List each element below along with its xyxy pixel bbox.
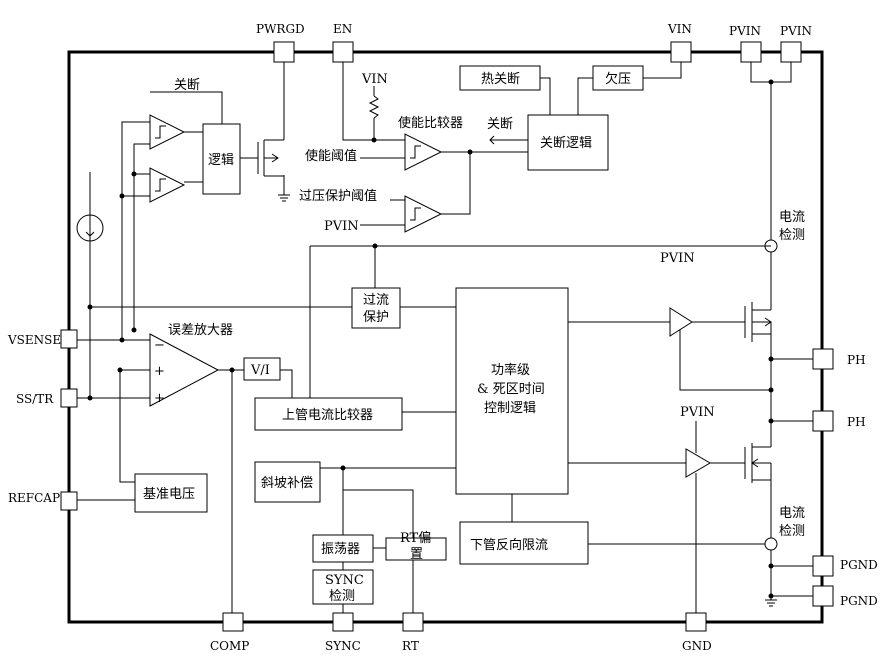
sync-detect-label-2: 检测: [329, 589, 355, 604]
pvin-internal-label: PVIN: [324, 219, 359, 234]
pin-sync: SYNC: [325, 612, 361, 653]
pin-pgnd-1-label: PGND: [840, 558, 878, 572]
power-stage-block: 功率级 & 死区时间 控制逻辑: [455, 287, 569, 495]
pin-ph-2: PH: [812, 410, 866, 432]
low-side-limit-block: 下管反向限流: [459, 521, 589, 565]
wires: [77, 62, 813, 613]
pin-pvin-1-label: PVIN: [729, 24, 761, 38]
current-sense-bot-label-1: 电流: [779, 506, 805, 521]
logic-label: 逻辑: [208, 153, 234, 168]
pin-ss-tr: SS/TR: [16, 388, 78, 408]
shutdown-logic-label: 关断逻辑: [540, 136, 592, 151]
thermal-shutdown-block: 热关断: [459, 65, 541, 91]
high-side-comparator-label: 上管电流比较器: [282, 408, 373, 423]
low-side-mosfet-icon: [744, 443, 772, 483]
pin-rt: RT: [402, 612, 424, 653]
high-side-driver: [669, 307, 693, 337]
shutdown-arrow-label: 关断: [487, 117, 513, 132]
pin-pvin-2: PVIN: [780, 24, 812, 63]
error-amplifier: − + +: [149, 333, 220, 407]
current-sense-top-label-2: 检测: [779, 228, 805, 243]
shutdown-top-label: 关断: [174, 78, 200, 93]
power-stage-label-1: 功率级: [491, 362, 530, 378]
junctions: [87, 79, 774, 599]
vin-internal-label: VIN: [361, 72, 388, 87]
pin-vin-label: VIN: [667, 22, 692, 36]
pin-gnd-label: GND: [682, 639, 712, 653]
pin-ss-tr-label: SS/TR: [16, 392, 54, 406]
pin-sync-label: SYNC: [325, 639, 361, 653]
pin-pgnd-1: PGND: [812, 555, 878, 577]
pin-pwrgd: PWRGD: [256, 22, 305, 63]
oscillator-label: 振荡器: [321, 542, 360, 557]
pin-comp: COMP: [210, 612, 249, 653]
pg-comparator-lower: [149, 167, 186, 203]
slope-comp-label: 斜坡补偿: [261, 476, 313, 491]
rt-bias-label-1: RT偏: [400, 531, 431, 546]
pin-vsense: VSENSE: [7, 329, 78, 349]
overcurrent-label-1: 过流: [363, 293, 389, 308]
pin-ph-1-label: PH: [847, 353, 866, 367]
enable-comparator: [404, 133, 443, 171]
current-sense-icon: [764, 239, 778, 551]
reference-block: 基准电压: [134, 473, 208, 513]
amp-minus-sign: −: [154, 338, 165, 353]
pin-en-label: EN: [333, 22, 352, 36]
pin-refcap-label: REFCAP: [8, 491, 60, 505]
pin-refcap: REFCAP: [8, 491, 78, 511]
pwrgd-mosfet-icon: [257, 139, 284, 177]
error-amp-label: 误差放大器: [168, 323, 233, 338]
pin-pwrgd-label: PWRGD: [256, 22, 305, 36]
pin-pgnd-2: PGND: [812, 585, 878, 608]
pin-gnd: GND: [682, 612, 712, 653]
low-side-limit-label: 下管反向限流: [470, 537, 548, 553]
pin-pvin-2-label: PVIN: [780, 24, 812, 38]
sync-detect-label-1: SYNC: [325, 573, 364, 588]
high-side-comparator-block: 上管电流比较器: [254, 397, 403, 431]
slope-comp-block: 斜坡补偿: [254, 461, 321, 503]
enable-comparator-label: 使能比较器: [398, 115, 463, 131]
current-sense-bot-label-2: 检测: [779, 524, 805, 539]
pin-vsense-label: VSENSE: [7, 333, 61, 347]
overcurrent-block: 过流 保护: [351, 287, 401, 329]
power-stage-label-2: & 死区时间: [477, 382, 545, 397]
current-sense-top-label-1: 电流: [779, 210, 805, 225]
undervoltage-block: 欠压: [592, 65, 644, 91]
vi-block: V/I: [243, 357, 281, 381]
power-stage-label-3: 控制逻辑: [484, 401, 536, 416]
pg-comparator-upper: [149, 114, 186, 150]
pin-ph-2-label: PH: [847, 415, 866, 429]
pin-ph-1: PH: [812, 348, 866, 370]
shutdown-logic-block: 关断逻辑: [527, 114, 609, 171]
logic-block: 逻辑: [202, 123, 241, 195]
pin-vin: VIN: [667, 22, 692, 63]
vi-label: V/I: [250, 363, 270, 378]
amp-plus-sign-2: +: [154, 391, 165, 406]
pin-comp-label: COMP: [210, 639, 249, 653]
oscillator-block: 振荡器: [312, 534, 374, 563]
sync-detect-block: SYNC 检测: [312, 569, 374, 605]
ovp-comparator: [404, 195, 443, 233]
ovp-threshold-label: 过压保护阈值: [299, 188, 377, 204]
low-side-driver: [685, 448, 711, 478]
high-side-mosfet-icon: [744, 302, 772, 342]
rt-bias-block: RT偏 置: [385, 531, 447, 562]
thermal-shutdown-label: 热关断: [481, 72, 520, 87]
pin-en: EN: [332, 22, 354, 63]
pin-rt-label: RT: [402, 639, 419, 653]
pvin-high-driver-label: PVIN: [660, 251, 695, 266]
pin-pgnd-2-label: PGND: [840, 594, 878, 608]
amp-plus-sign-1: +: [154, 364, 165, 379]
enable-threshold-label: 使能阈值: [305, 148, 357, 164]
undervoltage-label: 欠压: [605, 71, 631, 87]
reference-label: 基准电压: [143, 487, 195, 502]
overcurrent-label-2: 保护: [363, 310, 389, 325]
pvin-low-driver-label: PVIN: [680, 405, 715, 420]
current-source-icon: [76, 214, 104, 242]
pin-pvin-1: PVIN: [729, 24, 762, 63]
rt-bias-label-2: 置: [410, 547, 423, 562]
